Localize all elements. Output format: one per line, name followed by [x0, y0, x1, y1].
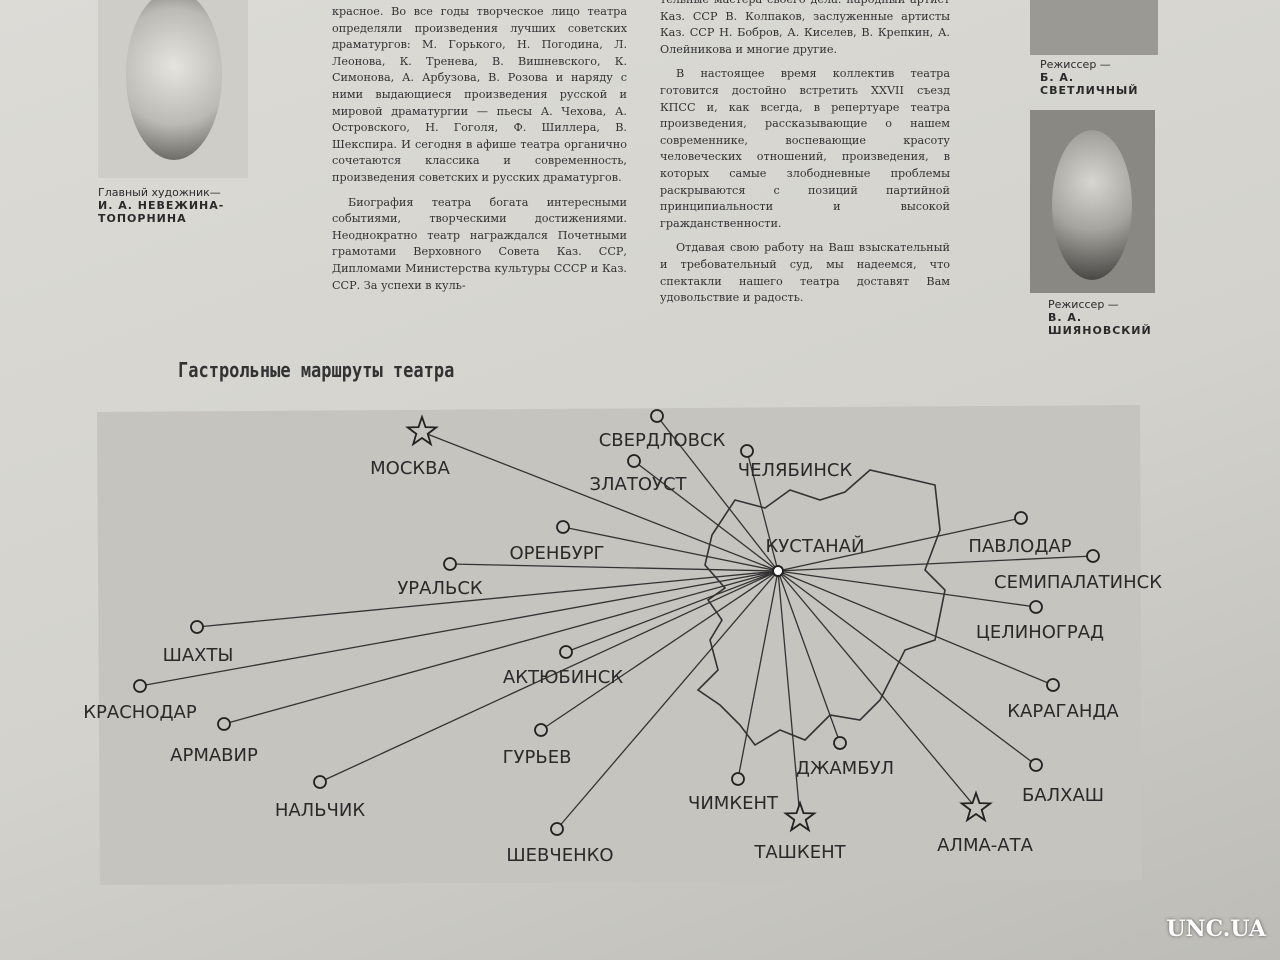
- city-label: ЗЛАТОУСТ: [589, 474, 687, 495]
- route-line: [540, 570, 779, 731]
- city-label: ДЖАМБУЛ: [796, 758, 894, 779]
- city-label: СЕМИПАЛАТИНСК: [994, 572, 1162, 593]
- city-label: ЧЕЛЯБИНСК: [738, 460, 853, 481]
- city-dot-icon: [443, 557, 457, 571]
- hub-label: КУСТАНАЙ: [766, 535, 865, 557]
- city-label: ПАВЛОДАР: [968, 536, 1071, 557]
- artist-photo: [98, 0, 248, 178]
- route-line: [562, 526, 779, 572]
- city-dot-icon: [650, 409, 664, 423]
- map-title: Гастрольные маршруты театра: [178, 358, 455, 382]
- city-dot-icon: [1014, 511, 1028, 525]
- city-label: ГУРЬЕВ: [503, 747, 572, 768]
- city-dot-icon: [1046, 678, 1060, 692]
- city-label: ЧИМКЕНТ: [688, 793, 779, 814]
- route-line: [777, 517, 1022, 572]
- city-dot-icon: [559, 645, 573, 659]
- director1-photo: [1030, 0, 1158, 55]
- route-line: [777, 570, 1054, 686]
- hub-dot: [772, 565, 784, 577]
- city-dot-icon: [731, 772, 745, 786]
- capital-star-icon: [783, 800, 817, 833]
- route-line: [777, 570, 801, 819]
- city-dot-icon: [1029, 600, 1043, 614]
- city-dot-icon: [190, 620, 204, 634]
- city-label: ШЕВЧЕНКО: [506, 845, 613, 866]
- city-label: АРМАВИР: [170, 745, 258, 766]
- capital-star-icon: [405, 414, 439, 447]
- director1-caption: Режиссер — Б. А. СВЕТЛИЧНЫЙ: [1040, 58, 1139, 97]
- city-label: МОСКВА: [370, 458, 450, 479]
- route-line: [449, 563, 779, 572]
- city-label: ЦЕЛИНОГРАД: [976, 622, 1104, 643]
- text-column-1: красное. Во все годы творческое лицо теа…: [332, 5, 627, 292]
- route-line: [565, 570, 779, 653]
- kazakhstan-outline: [696, 469, 946, 747]
- route-line: [746, 450, 779, 572]
- route-line: [319, 570, 779, 783]
- watermark: UNC.UA: [1166, 916, 1266, 942]
- city-label: УРАЛЬСК: [397, 578, 483, 599]
- city-dot-icon: [534, 723, 548, 737]
- portrait: [1052, 130, 1132, 280]
- city-label: КРАСНОДАР: [83, 702, 197, 723]
- route-line: [777, 570, 977, 809]
- city-dot-icon: [217, 717, 231, 731]
- route-line: [556, 570, 779, 830]
- city-dot-icon: [740, 444, 754, 458]
- route-line: [777, 570, 841, 744]
- city-label: АЛМА-АТА: [937, 835, 1033, 856]
- city-dot-icon: [833, 736, 847, 750]
- city-label: КАРАГАНДА: [1007, 701, 1119, 722]
- city-label: БАЛХАШ: [1022, 785, 1104, 806]
- route-line: [196, 570, 779, 628]
- portrait: [126, 0, 222, 160]
- capital-star-icon: [959, 790, 993, 823]
- city-label: ШАХТЫ: [163, 645, 234, 666]
- route-line: [777, 555, 1094, 572]
- city-label: СВЕРДЛОВСК: [599, 430, 726, 451]
- city-label: НАЛЬЧИК: [275, 800, 366, 821]
- city-dot-icon: [627, 454, 641, 468]
- city-dot-icon: [1086, 549, 1100, 563]
- route-line: [777, 570, 1037, 766]
- director2-photo: [1030, 110, 1155, 293]
- director2-caption: Режиссер — В. А. ШИЯНОВСКИЙ: [1048, 298, 1152, 337]
- city-dot-icon: [556, 520, 570, 534]
- route-line: [656, 415, 779, 572]
- route-line: [777, 570, 1037, 608]
- route-line: [223, 570, 779, 725]
- city-dot-icon: [313, 775, 327, 789]
- artist-caption: Главный художник— И. А. НЕВЕЖИНА-ТОПОРНИ…: [98, 186, 225, 225]
- route-line: [421, 431, 779, 572]
- city-dot-icon: [550, 822, 564, 836]
- text-column-2: тельные мастера своего дела: народный ар…: [660, 0, 950, 305]
- city-label: ОРЕНБУРГ: [509, 543, 604, 564]
- route-line: [633, 460, 779, 572]
- city-label: АКТЮБИНСК: [503, 667, 623, 688]
- city-label: ТАШКЕНТ: [753, 842, 846, 863]
- route-line: [737, 570, 779, 780]
- route-line: [139, 570, 779, 687]
- city-dot-icon: [1029, 758, 1043, 772]
- city-dot-icon: [133, 679, 147, 693]
